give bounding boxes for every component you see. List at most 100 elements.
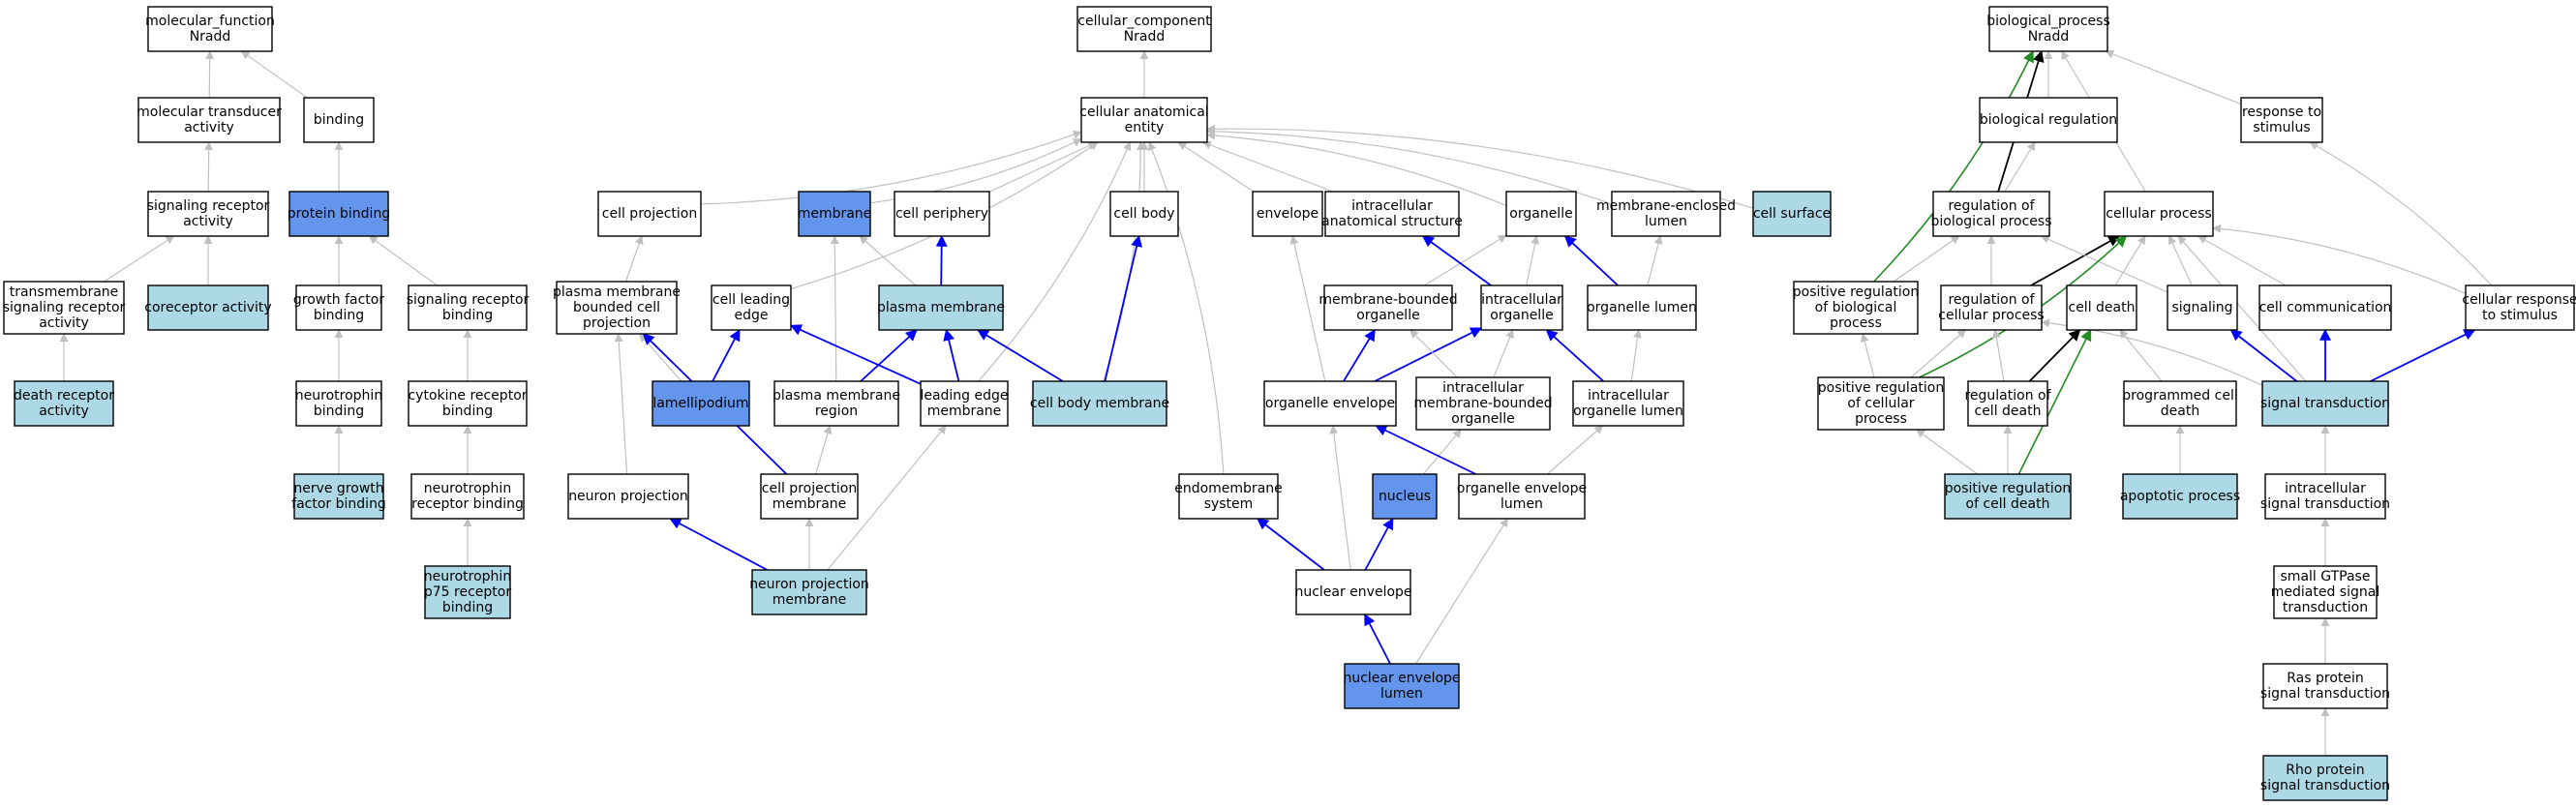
term-label-line: regulation of bbox=[1948, 292, 2035, 308]
term-node-cproj[interactable]: cell projection bbox=[597, 191, 702, 237]
term-box bbox=[2273, 565, 2378, 619]
term-box bbox=[1611, 191, 1721, 237]
term-node-st[interactable]: signal transduction bbox=[2260, 380, 2390, 427]
term-node-cdeath[interactable]: cell death bbox=[2066, 284, 2137, 331]
term-node-envelope[interactable]: envelope bbox=[1252, 191, 1323, 237]
term-node-ccomm[interactable]: cell communication bbox=[2258, 284, 2392, 331]
term-node-binding[interactable]: binding bbox=[303, 97, 375, 143]
term-label-line: Ras protein bbox=[2287, 671, 2364, 686]
term-label-line: regulation of bbox=[1948, 198, 2035, 214]
edge-is-a-csurf-to-cae bbox=[1206, 124, 1754, 209]
term-box bbox=[597, 191, 702, 237]
term-node-nucleus[interactable]: nucleus bbox=[1372, 473, 1438, 520]
term-label-line: signaling receptor bbox=[407, 292, 530, 308]
term-node-organelle[interactable]: organelle bbox=[1505, 191, 1577, 237]
term-box bbox=[711, 284, 792, 331]
term-node-apop[interactable]: apoptotic process bbox=[2120, 473, 2240, 520]
term-box bbox=[760, 473, 859, 520]
edge-pos-regulates-prbp-to-bp bbox=[1873, 49, 2034, 283]
term-node-ne[interactable]: nuclear envelope bbox=[1294, 569, 1412, 615]
edge-is-a-mta-to-mf bbox=[205, 50, 215, 99]
term-label-line: nucleus bbox=[1379, 489, 1431, 504]
term-label-line: programmed cell bbox=[2122, 388, 2237, 404]
term-node-lam[interactable]: lamellipodium bbox=[652, 380, 750, 427]
term-label-line: receptor binding bbox=[411, 496, 524, 512]
term-label-line: membrane-bounded bbox=[1318, 292, 1457, 308]
term-node-signaling[interactable]: signaling bbox=[2167, 284, 2238, 331]
term-node-breg[interactable]: biological regulation bbox=[1979, 97, 2118, 143]
term-node-ol[interactable]: organelle lumen bbox=[1587, 284, 1697, 331]
term-node-nproj[interactable]: neuron projection bbox=[567, 473, 689, 520]
term-box bbox=[1752, 191, 1832, 237]
term-node-oe[interactable]: organelle envelope bbox=[1263, 380, 1397, 427]
term-box bbox=[147, 6, 273, 52]
term-label-line: cell projection bbox=[602, 206, 697, 222]
edge-part-of-st-to-crts bbox=[2370, 329, 2476, 382]
term-label-line: bounded cell bbox=[573, 300, 660, 315]
term-node-cp[interactable]: cellular process bbox=[2104, 191, 2214, 237]
term-label-line: binding bbox=[314, 404, 364, 419]
term-box bbox=[2262, 755, 2388, 801]
term-box bbox=[1032, 380, 1167, 427]
term-label-line: organelle bbox=[1490, 308, 1553, 323]
term-node-cbm[interactable]: cell body membrane bbox=[1030, 380, 1169, 427]
term-node-corec[interactable]: coreceptor activity bbox=[144, 284, 272, 331]
term-label-line: projection bbox=[583, 315, 651, 331]
term-node-membrane[interactable]: membrane bbox=[798, 191, 872, 237]
edge-is-a-oe-to-envelope bbox=[1289, 235, 1326, 382]
term-node-csurf[interactable]: cell surface bbox=[1752, 191, 1832, 237]
term-node-cbody[interactable]: cell body bbox=[1109, 191, 1179, 237]
term-node-cperiph[interactable]: cell periphery bbox=[894, 191, 990, 237]
term-box bbox=[1295, 569, 1411, 615]
term-node-pm[interactable]: plasma membrane bbox=[877, 284, 1005, 331]
term-box bbox=[3, 281, 125, 335]
term-box bbox=[556, 281, 678, 335]
edge-is-a-sra-to-mta bbox=[204, 141, 214, 193]
term-node-pb[interactable]: protein binding bbox=[288, 191, 390, 237]
term-box bbox=[147, 191, 269, 237]
